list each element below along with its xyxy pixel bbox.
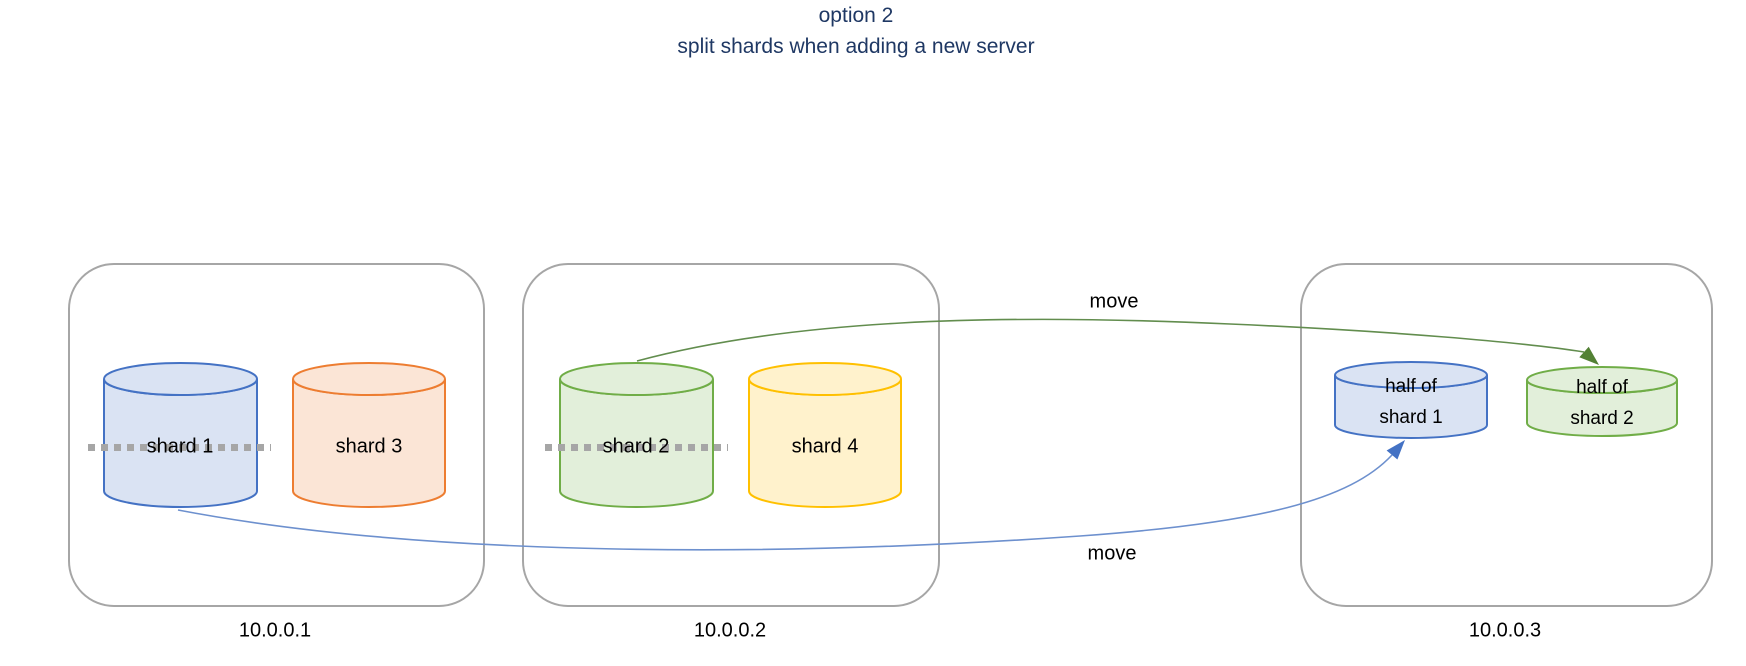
server-box-10-0-0-2 <box>522 263 940 607</box>
half-shard-1-label: half of shard 1 <box>1379 371 1442 433</box>
title-line-1: option 2 <box>818 4 894 27</box>
ip-label-server-3: 10.0.0.3 <box>1468 619 1542 642</box>
half-shard-1-label-line2: shard 1 <box>1379 407 1443 428</box>
split-line-shard-1 <box>88 444 271 451</box>
ip-label-server-1: 10.0.0.1 <box>238 619 312 642</box>
half-shard-2-label-line2: shard 2 <box>1570 408 1634 429</box>
title-line-2: split shards when adding a new server <box>677 35 1035 58</box>
move-label-blue: move <box>1087 542 1137 565</box>
server-box-10-0-0-3 <box>1300 263 1713 607</box>
diagram-title: option 2 split shards when adding a new … <box>677 0 1034 62</box>
split-line-shard-2 <box>545 444 728 451</box>
half-shard-2-label-line1: half of <box>1576 377 1628 398</box>
move-label-green: move <box>1089 290 1139 313</box>
half-shard-2-label: half of shard 2 <box>1570 372 1633 434</box>
shard-4-label: shard 4 <box>791 435 859 458</box>
shard-2-label: shard 2 <box>602 435 670 458</box>
ip-label-server-2: 10.0.0.2 <box>693 619 767 642</box>
shard-3-label: shard 3 <box>335 435 403 458</box>
shard-1-label: shard 1 <box>146 435 214 458</box>
server-box-10-0-0-1 <box>68 263 485 607</box>
half-shard-1-label-line1: half of <box>1385 376 1437 397</box>
